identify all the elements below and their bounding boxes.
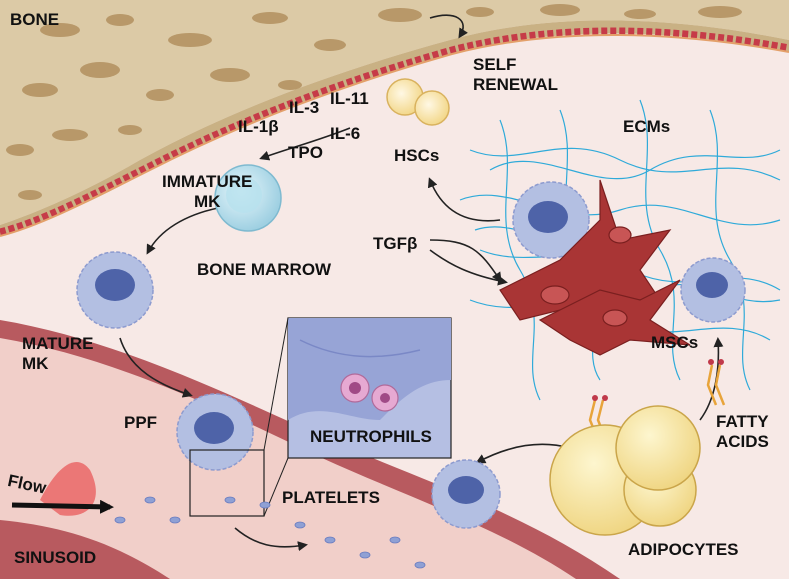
- mscs-label: MSCs: [651, 333, 699, 352]
- mature-mk-cell: [76, 251, 154, 329]
- hsc-cells: [386, 78, 450, 126]
- bone-label: BONE: [10, 10, 60, 29]
- self-renewal-arrow: [429, 14, 468, 39]
- msc-to-hsc-arrow: [427, 177, 501, 222]
- neutrophils-label: NEUTROPHILS: [310, 427, 432, 446]
- msc-cells: [499, 179, 691, 356]
- mature-mk-label: MATURE MK: [22, 334, 94, 373]
- tgfb-lower-arrow: [429, 249, 508, 286]
- ecms-label: ECMs: [623, 117, 671, 136]
- ppf-label: PPF: [124, 413, 158, 432]
- mature-to-ppf-arrow: [119, 337, 193, 398]
- tgfb-to-msc-arrow: [429, 239, 502, 283]
- flow-indicator: [11, 461, 114, 516]
- adipocyte-cells: [549, 405, 701, 536]
- lower-mk-cell: [431, 459, 501, 529]
- fatty-acids-label: FATTY ACIDS: [716, 412, 769, 451]
- sinusoid-label: SINUSOID: [14, 548, 97, 567]
- hsc-to-immature-arrow: [259, 127, 351, 161]
- ppf-mk-cell: [176, 393, 254, 471]
- tpo-label: TPO: [288, 143, 323, 162]
- right-mk-cell: [680, 257, 746, 323]
- platelet-flow-arrow: [234, 527, 308, 552]
- bone-marrow-label: BONE MARROW: [197, 260, 332, 279]
- il3-label: IL-3: [289, 98, 320, 117]
- bone-vessel: [0, 27, 789, 236]
- bone-vessel-inner: [0, 33, 789, 237]
- bone-inner-edge: [0, 20, 789, 237]
- bone-layer: [0, 0, 789, 225]
- hsc-niche-mk-cell: [512, 181, 590, 259]
- neutrophil-inset: [287, 317, 452, 459]
- self-renewal-label: SELF RENEWAL: [473, 55, 558, 94]
- hscs-label: HSCs: [394, 146, 440, 165]
- adipocytes-label: ADIPOCYTES: [628, 540, 739, 559]
- il11-label: IL-11: [330, 89, 369, 108]
- immature-mk-label: IMMATURE MK: [162, 172, 253, 211]
- il6-label: IL-6: [330, 124, 361, 143]
- platelets-label: PLATELETS: [282, 488, 380, 507]
- platelets: [114, 496, 426, 569]
- il1b-label: IL-1β: [238, 117, 279, 136]
- tgfb-label: TGFβ: [373, 234, 418, 253]
- immature-to-mature-arrow: [146, 207, 219, 255]
- sinusoid-inner-wall: [0, 520, 170, 579]
- bone-pores: [6, 4, 742, 200]
